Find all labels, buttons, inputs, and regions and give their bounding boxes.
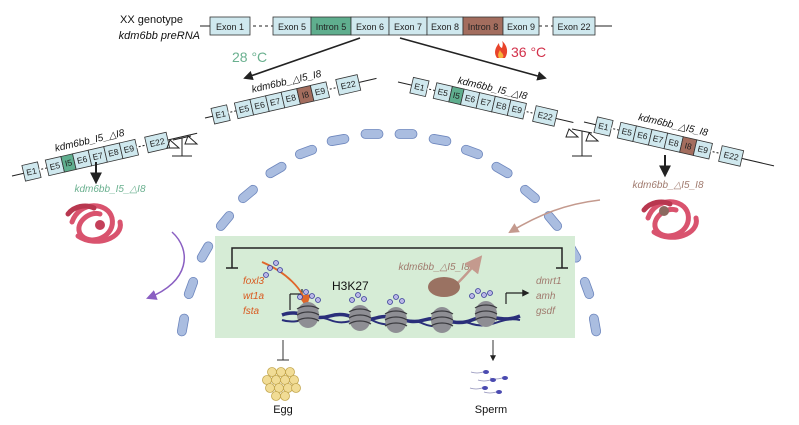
prerna-exon-9: Exon 9	[502, 16, 540, 36]
left-protein-label: kdm6bb_I5_△I8	[74, 184, 146, 195]
right-lower-transcript: E1 E5 E6 E7 E8 I8 E9 E22 kdm6bb_△I5_I8	[583, 112, 775, 167]
svg-text:E5: E5	[621, 126, 634, 138]
left-entry-arrow	[146, 231, 185, 300]
nucleosome-1	[296, 302, 320, 328]
flame-icon	[495, 41, 508, 58]
svg-text:E1: E1	[597, 120, 610, 132]
svg-text:E9: E9	[697, 143, 710, 155]
gene-amh: amh	[536, 291, 556, 302]
svg-text:E22: E22	[537, 109, 554, 122]
svg-text:I8: I8	[301, 89, 310, 100]
demethylation-arrow	[261, 261, 311, 308]
male-gene-promoter	[505, 289, 530, 304]
left-protein-icon	[65, 203, 123, 244]
svg-text:E6: E6	[464, 93, 477, 105]
gene-fsta: fsta	[243, 306, 260, 317]
split-arrow-left	[243, 37, 361, 81]
svg-text:E8: E8	[285, 92, 298, 104]
nucleosome-4	[430, 307, 454, 333]
svg-text:E6: E6	[636, 129, 649, 141]
svg-text:E9: E9	[511, 103, 524, 115]
left-balance-icon	[166, 135, 199, 157]
svg-text:Exon 1: Exon 1	[216, 22, 244, 32]
h3k27-label: H3K27	[332, 279, 369, 293]
methyl-marks	[263, 260, 493, 305]
right-upper-transcript: E1 E5 I5 E6 E7 E8 E9 E22 kdm6bb_I5_△I8	[397, 76, 574, 127]
right-balance-icon	[565, 128, 600, 157]
svg-text:E9: E9	[123, 143, 136, 155]
svg-text:Intron 5: Intron 5	[316, 22, 347, 32]
right-protein-label: kdm6bb_△I5_I8	[632, 180, 704, 191]
svg-text:E22: E22	[723, 149, 740, 162]
svg-text:Exon 5: Exon 5	[278, 22, 306, 32]
svg-text:E1: E1	[214, 108, 227, 120]
svg-text:E5: E5	[238, 103, 251, 115]
sperm-label: Sperm	[475, 404, 507, 416]
svg-text:Exon 6: Exon 6	[356, 22, 384, 32]
svg-text:E9: E9	[314, 85, 327, 97]
svg-text:E7: E7	[479, 96, 492, 108]
genotype-label: XX genotype	[120, 14, 183, 26]
svg-text:Intron 8: Intron 8	[468, 22, 499, 32]
nucleosome-3	[384, 307, 408, 333]
center-protein-label: kdm6bb_△I5_I8	[398, 262, 470, 273]
svg-text:E6: E6	[253, 99, 266, 111]
egg-cluster-icon	[262, 367, 301, 401]
prerna-track: Exon 1 Exon 5 Intron 5 Exon 6 Exon 7 Exo…	[200, 16, 612, 36]
svg-text:I8: I8	[684, 140, 693, 151]
svg-text:Exon 22: Exon 22	[557, 22, 590, 32]
gene-gsdf: gsdf	[536, 306, 556, 317]
prerna-exon-22: Exon 22	[552, 16, 596, 36]
gene-dmrt1: dmrt1	[536, 276, 562, 287]
svg-text:Exon 7: Exon 7	[394, 22, 422, 32]
svg-text:E1: E1	[25, 165, 38, 177]
temp-low-label: 28 °C	[232, 49, 267, 65]
svg-text:I5: I5	[64, 157, 73, 168]
repression-bracket	[226, 247, 568, 269]
svg-text:E7: E7	[92, 150, 105, 162]
svg-text:E8: E8	[107, 147, 120, 159]
svg-text:E8: E8	[495, 100, 508, 112]
svg-text:E7: E7	[269, 96, 282, 108]
gene-foxl3: foxl3	[243, 276, 265, 287]
nuclear-membrane	[176, 129, 602, 337]
left-upper-transcript: E1 E5 E6 E7 E8 I8 E9 E22 kdm6bb_△I5_I8	[204, 69, 377, 125]
svg-text:E7: E7	[652, 133, 665, 145]
prerna-exon-7: Exon 7	[388, 16, 428, 36]
prerna-label: kdm6bb preRNA	[119, 30, 200, 42]
nucleosome-5	[474, 301, 498, 327]
nucleosome-2	[348, 305, 372, 331]
gene-wt1a: wt1a	[243, 291, 265, 302]
svg-text:E5: E5	[437, 86, 450, 98]
egg-inhibit-arrow	[277, 340, 289, 361]
prerna-exon-1: Exon 1	[209, 16, 251, 36]
svg-text:Exon 8: Exon 8	[431, 22, 459, 32]
svg-text:E22: E22	[340, 78, 357, 91]
temp-high-label: 36 °C	[511, 44, 546, 60]
egg-label: Egg	[273, 404, 293, 416]
prerna-intron-5: Intron 5	[310, 16, 352, 36]
center-demethylase-icon	[428, 277, 460, 297]
prerna-intron-8: Intron 8	[462, 16, 504, 36]
svg-text:E22: E22	[149, 136, 166, 149]
prerna-exon-8: Exon 8	[426, 16, 464, 36]
prerna-exon-6: Exon 6	[350, 16, 390, 36]
svg-text:Exon 9: Exon 9	[507, 22, 535, 32]
svg-text:I5: I5	[452, 90, 461, 101]
right-entry-arrow	[508, 199, 601, 234]
left-lower-transcript: E1 E5 I5 E6 E7 E8 E9 E22 kdm6bb_I5_△I8	[11, 128, 198, 182]
svg-text:E6: E6	[76, 154, 89, 166]
svg-text:E1: E1	[413, 81, 426, 93]
svg-text:E8: E8	[667, 137, 680, 149]
right-protein-icon	[641, 199, 699, 240]
svg-text:E5: E5	[49, 160, 62, 172]
sperm-cluster-icon	[469, 370, 508, 394]
split-arrow-right	[399, 37, 547, 81]
prerna-exon-5: Exon 5	[272, 16, 312, 36]
